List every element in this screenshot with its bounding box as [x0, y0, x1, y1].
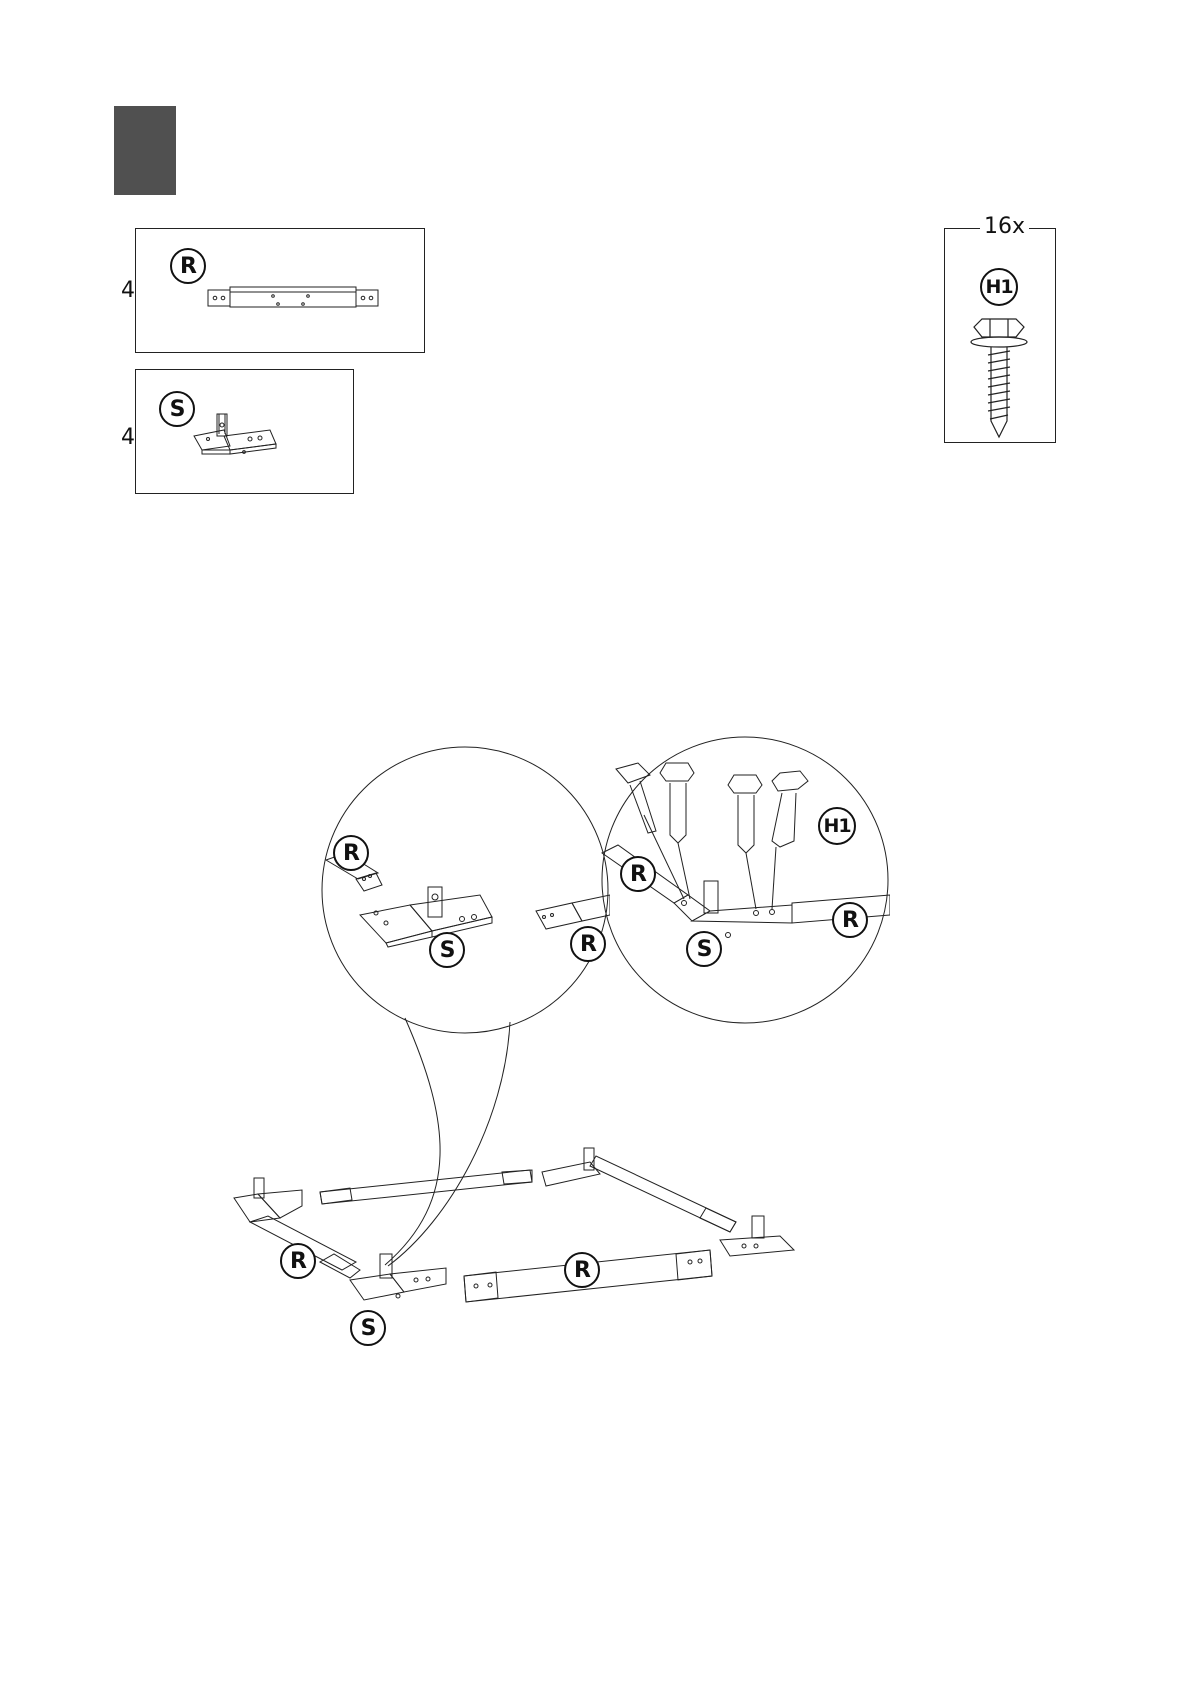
main-callout-s: S — [350, 1310, 386, 1346]
detail-right-callout-h1: H1 — [818, 807, 856, 845]
main-callout-r-front: R — [564, 1252, 600, 1288]
detail-right-magnifier: R S R H1 — [600, 735, 890, 1025]
part-h1-callout: H1 — [980, 268, 1018, 306]
screw-icon — [960, 313, 1040, 441]
step-marker — [114, 106, 176, 195]
frame-assembly-illustration — [220, 1000, 820, 1330]
detail-right-callout-r1: R — [620, 856, 656, 892]
main-callout-r-left: R — [280, 1243, 316, 1279]
detail-right-callout-s: S — [686, 931, 722, 967]
part-r-box: R — [135, 228, 425, 353]
part-r-bar-illustration — [206, 284, 386, 314]
detail-left-illustration — [320, 745, 610, 1035]
part-s-corner-illustration — [186, 410, 286, 470]
part-h1-quantity: 16x — [980, 216, 1029, 238]
detail-left-callout-r1: R — [333, 835, 369, 871]
detail-right-callout-r2: R — [832, 902, 868, 938]
part-h1-box: 16x H1 — [944, 228, 1056, 443]
detail-left-callout-s: S — [429, 932, 465, 968]
detail-left-magnifier: R S R — [320, 745, 610, 1035]
part-s-box: S — [135, 369, 354, 494]
part-r-callout: R — [170, 248, 206, 284]
